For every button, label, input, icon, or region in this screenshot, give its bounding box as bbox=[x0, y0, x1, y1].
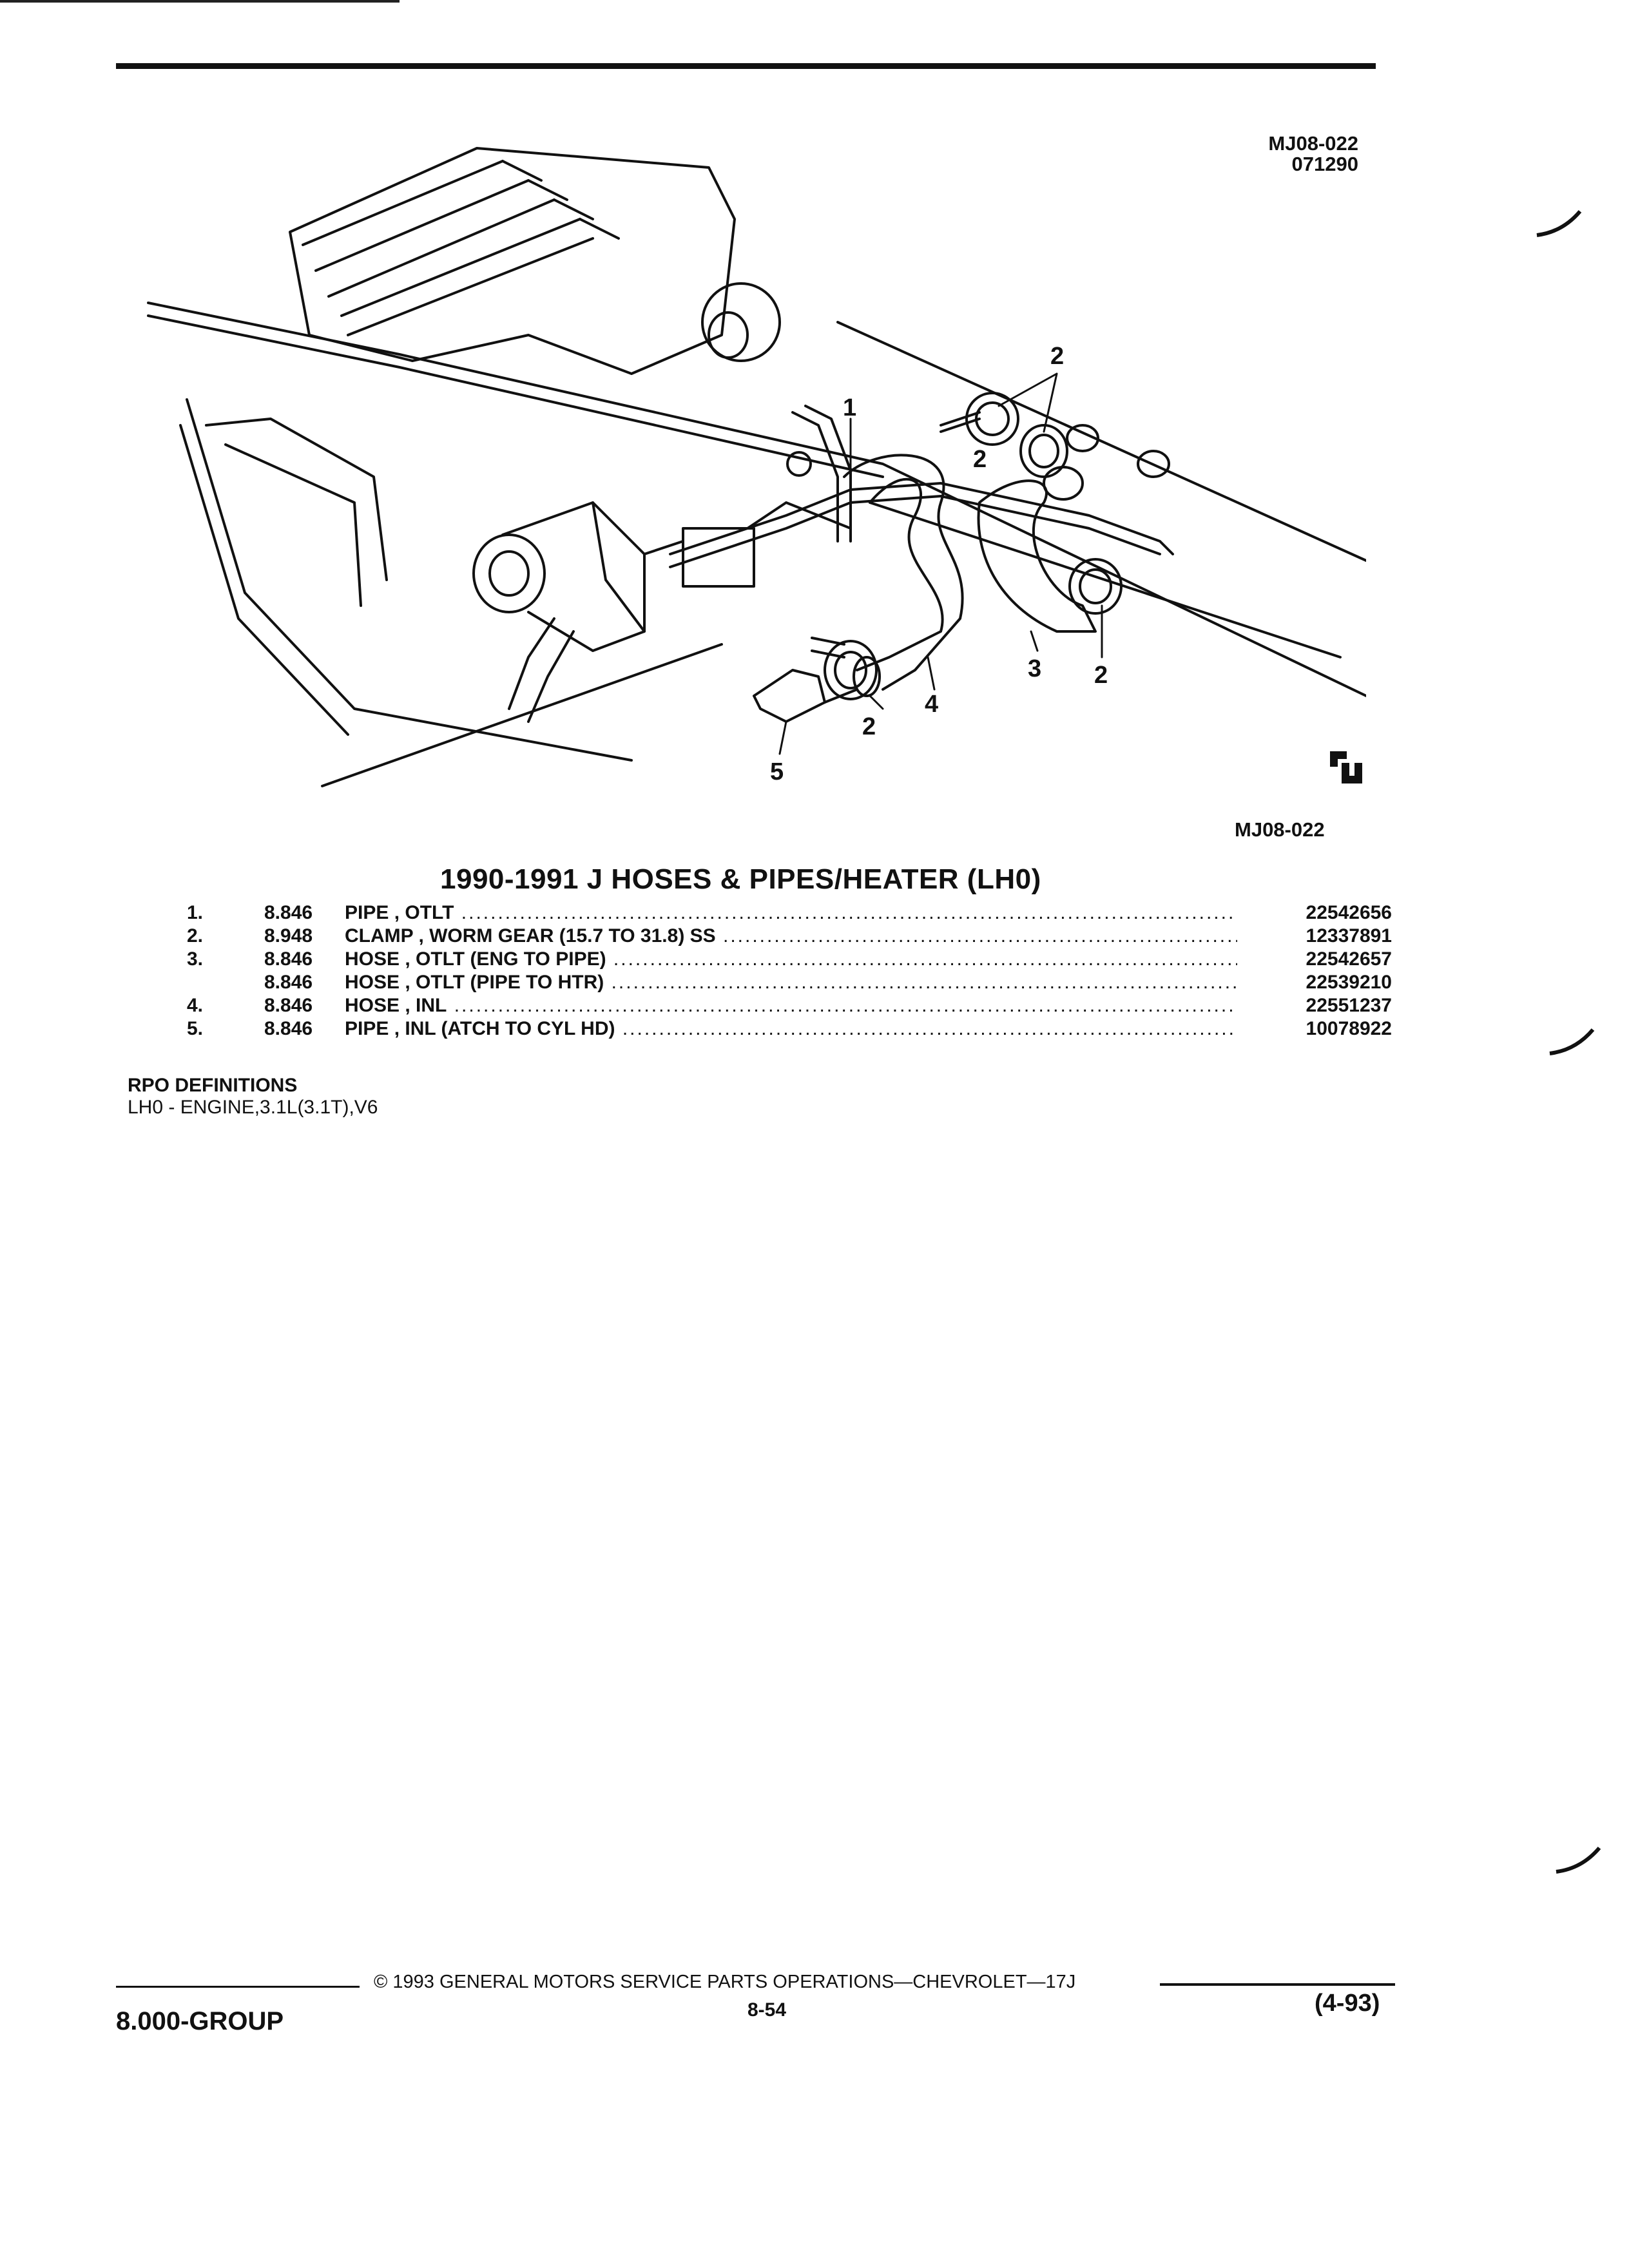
top-corner-rule bbox=[0, 0, 400, 3]
part-description: CLAMP , WORM GEAR (15.7 TO 31.8) SS bbox=[345, 925, 1237, 947]
footer-rule-right bbox=[1160, 1983, 1395, 1986]
rpo-definitions: RPO DEFINITIONS LH0 - ENGINE,3.1L(3.1T),… bbox=[128, 1075, 378, 1119]
callout-2-bottom: 2 bbox=[862, 713, 876, 740]
hose-inlet bbox=[843, 454, 964, 697]
scan-mark bbox=[1549, 1028, 1595, 1055]
part-description: PIPE , OTLT bbox=[345, 902, 1237, 924]
callout-2-upper-left: 2 bbox=[973, 446, 987, 473]
part-description: HOSE , INL bbox=[345, 995, 1237, 1017]
parts-diagram: 1 2 2 2 2 3 4 5 bbox=[142, 142, 1366, 812]
part-number: 22539210 bbox=[1306, 972, 1392, 993]
group-number: 8.846 bbox=[264, 995, 313, 1016]
page-number: 8-54 bbox=[747, 1999, 787, 2021]
group-number: 8.846 bbox=[264, 1018, 313, 1039]
figure-id: MJ08-022 071290 bbox=[1268, 133, 1358, 175]
gm-parts-logo bbox=[1327, 747, 1364, 786]
callout-1: 1 bbox=[843, 394, 856, 421]
scan-mark bbox=[1536, 210, 1582, 237]
callout-4: 4 bbox=[925, 691, 938, 718]
footer-group: 8.000-GROUP bbox=[116, 2007, 284, 2035]
footer-date: (4-93) bbox=[1315, 1990, 1380, 2017]
item-number: 2. bbox=[187, 925, 204, 947]
thermostat-housing bbox=[472, 501, 852, 723]
part-description: HOSE , OTLT (PIPE TO HTR) bbox=[345, 972, 1237, 994]
parts-row: 8.846 HOSE , OTLT (PIPE TO HTR) 22539210 bbox=[187, 972, 1392, 995]
header-rule bbox=[116, 63, 1376, 69]
callout-5: 5 bbox=[770, 758, 784, 785]
figure-caption: MJ08-022 bbox=[1235, 818, 1325, 841]
part-description: HOSE , OTLT (ENG TO PIPE) bbox=[345, 948, 1237, 970]
pipe-outlet bbox=[669, 405, 1174, 568]
intake-plenum bbox=[289, 147, 781, 375]
rpo-line: LH0 - ENGINE,3.1L(3.1T),V6 bbox=[128, 1097, 378, 1118]
parts-row: 3. 8.846 HOSE , OTLT (ENG TO PIPE) 22542… bbox=[187, 948, 1392, 972]
callout-2-right: 2 bbox=[1094, 662, 1108, 689]
rpo-heading: RPO DEFINITIONS bbox=[128, 1075, 298, 1096]
part-number: 22542657 bbox=[1306, 948, 1392, 970]
footer-rule-left bbox=[116, 1986, 360, 1988]
parts-list: 1. 8.846 PIPE , OTLT 22542656 2. 8.948 C… bbox=[187, 902, 1392, 1041]
pipe-inlet bbox=[753, 669, 858, 723]
engine-block bbox=[147, 302, 1366, 787]
figure-id-date: 071290 bbox=[1291, 153, 1358, 175]
clamps bbox=[811, 392, 1170, 700]
section-title: 1990-1991 J HOSES & PIPES/HEATER (LH0) bbox=[440, 863, 1041, 895]
parts-row: 4. 8.846 HOSE , INL 22551237 bbox=[187, 995, 1392, 1018]
part-number: 10078922 bbox=[1306, 1018, 1392, 1039]
item-number: 3. bbox=[187, 948, 204, 970]
item-number: 4. bbox=[187, 995, 204, 1016]
group-number: 8.948 bbox=[264, 925, 313, 947]
part-number: 22542656 bbox=[1306, 902, 1392, 923]
parts-row: 5. 8.846 PIPE , INL (ATCH TO CYL HD) 100… bbox=[187, 1018, 1392, 1041]
parts-row: 1. 8.846 PIPE , OTLT 22542656 bbox=[187, 902, 1392, 925]
part-number: 12337891 bbox=[1306, 925, 1392, 947]
leader-lines bbox=[778, 372, 1103, 755]
part-number: 22551237 bbox=[1306, 995, 1392, 1016]
figure-id-code: MJ08-022 bbox=[1268, 132, 1358, 155]
scan-mark bbox=[1556, 1847, 1601, 1874]
item-number: 1. bbox=[187, 902, 204, 923]
group-number: 8.846 bbox=[264, 902, 313, 923]
footer-copyright: © 1993 GENERAL MOTORS SERVICE PARTS OPER… bbox=[374, 1972, 1076, 1992]
group-number: 8.846 bbox=[264, 972, 313, 993]
parts-row: 2. 8.948 CLAMP , WORM GEAR (15.7 TO 31.8… bbox=[187, 925, 1392, 948]
group-number: 8.846 bbox=[264, 948, 313, 970]
callout-2-top: 2 bbox=[1050, 343, 1064, 370]
callout-3: 3 bbox=[1028, 655, 1041, 682]
part-description: PIPE , INL (ATCH TO CYL HD) bbox=[345, 1018, 1237, 1040]
item-number: 5. bbox=[187, 1018, 204, 1039]
